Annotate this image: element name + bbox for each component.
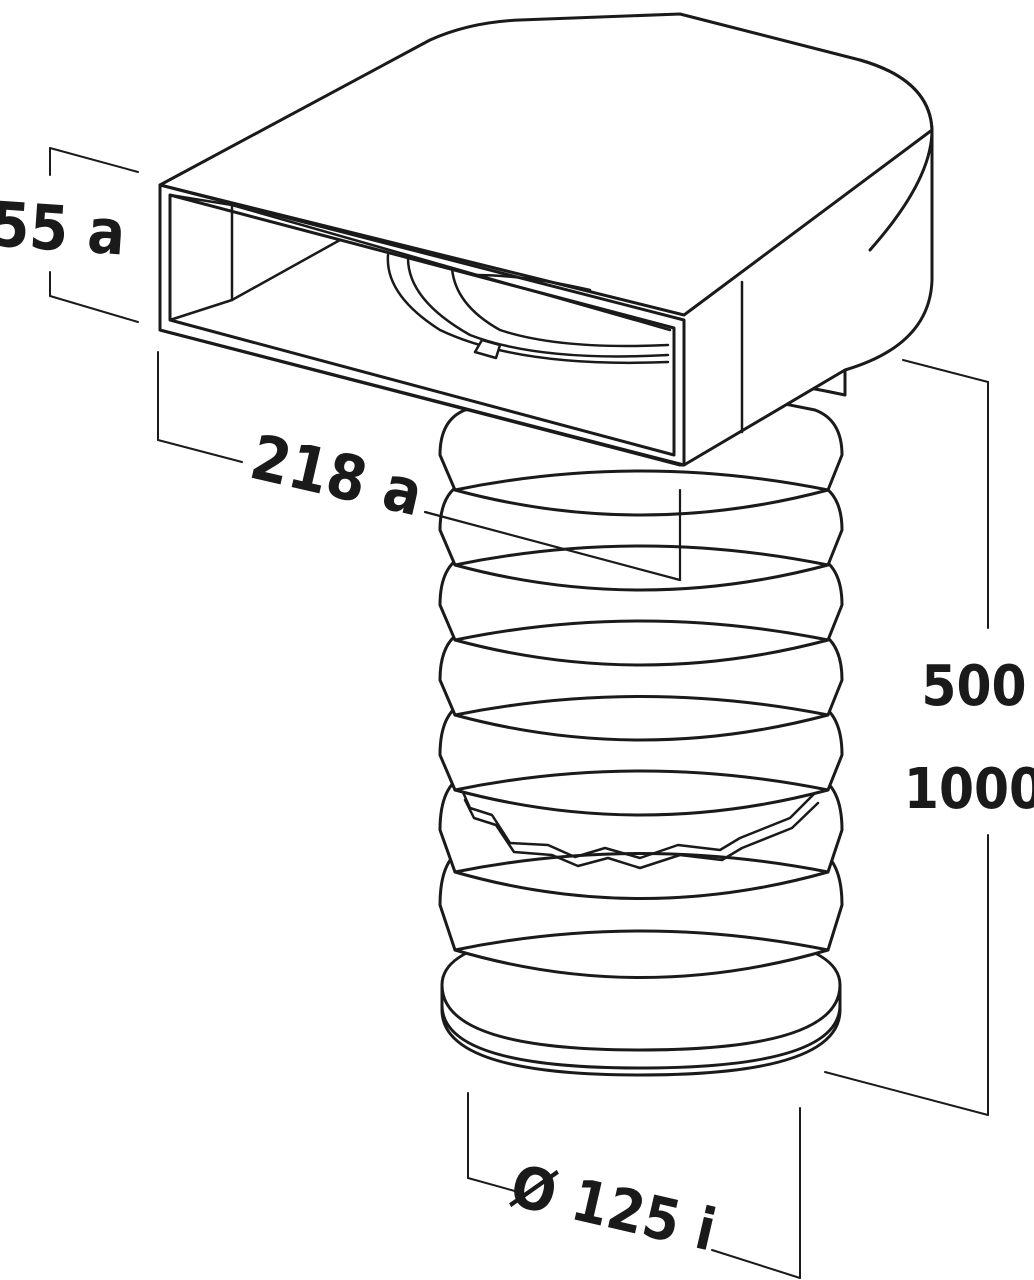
- width-dimension-line: [157, 439, 243, 463]
- hose-bottom-cuff-edge: [440, 983, 842, 1052]
- hose-ring-fold: [453, 695, 830, 717]
- height-extension-top: [49, 147, 139, 173]
- adapter-clip: [473, 338, 502, 360]
- hose-seam: [463, 798, 820, 870]
- rectangular-adapter: [158, 12, 934, 467]
- dimension-lines: [49, 147, 989, 1279]
- internal-round-outlet: [406, 256, 670, 358]
- diameter-dimension-line: [711, 1249, 801, 1279]
- diameter-label: Ø 125 i: [505, 1151, 722, 1264]
- hose-ring-fold: [453, 929, 830, 952]
- width-label: 218 a: [244, 420, 429, 530]
- adapter-corner-seam: [858, 58, 934, 252]
- hose-ring-fold: [453, 769, 830, 792]
- hose-ring-fold: [453, 852, 830, 874]
- flexible-hose: [438, 389, 844, 1077]
- length-label-long: 1000: [904, 757, 1034, 822]
- adapter-inner-edge: [168, 193, 234, 322]
- length-extension-top: [902, 359, 989, 383]
- hose-seam: [460, 788, 817, 860]
- internal-round-outlet: [450, 266, 670, 348]
- adapter-top-edge: [158, 128, 934, 317]
- internal-round-outlet: [473, 273, 592, 292]
- height-label: 55 a: [0, 187, 128, 269]
- hose-ring-fold: [453, 469, 830, 492]
- adapter-inner-edge: [230, 238, 342, 302]
- hose-ring-fold: [453, 619, 830, 642]
- internal-round-outlet: [386, 253, 670, 365]
- width-dimension-leader: [423, 488, 682, 582]
- hose-bottom-cuff-edge: [440, 1003, 842, 1070]
- length-label-short: 500: [921, 654, 1026, 719]
- diameter-dimension-line: [467, 1177, 523, 1194]
- length-extension-bottom: [824, 1071, 989, 1116]
- hose-ring-fold: [453, 544, 830, 567]
- height-extension-bottom: [49, 295, 139, 323]
